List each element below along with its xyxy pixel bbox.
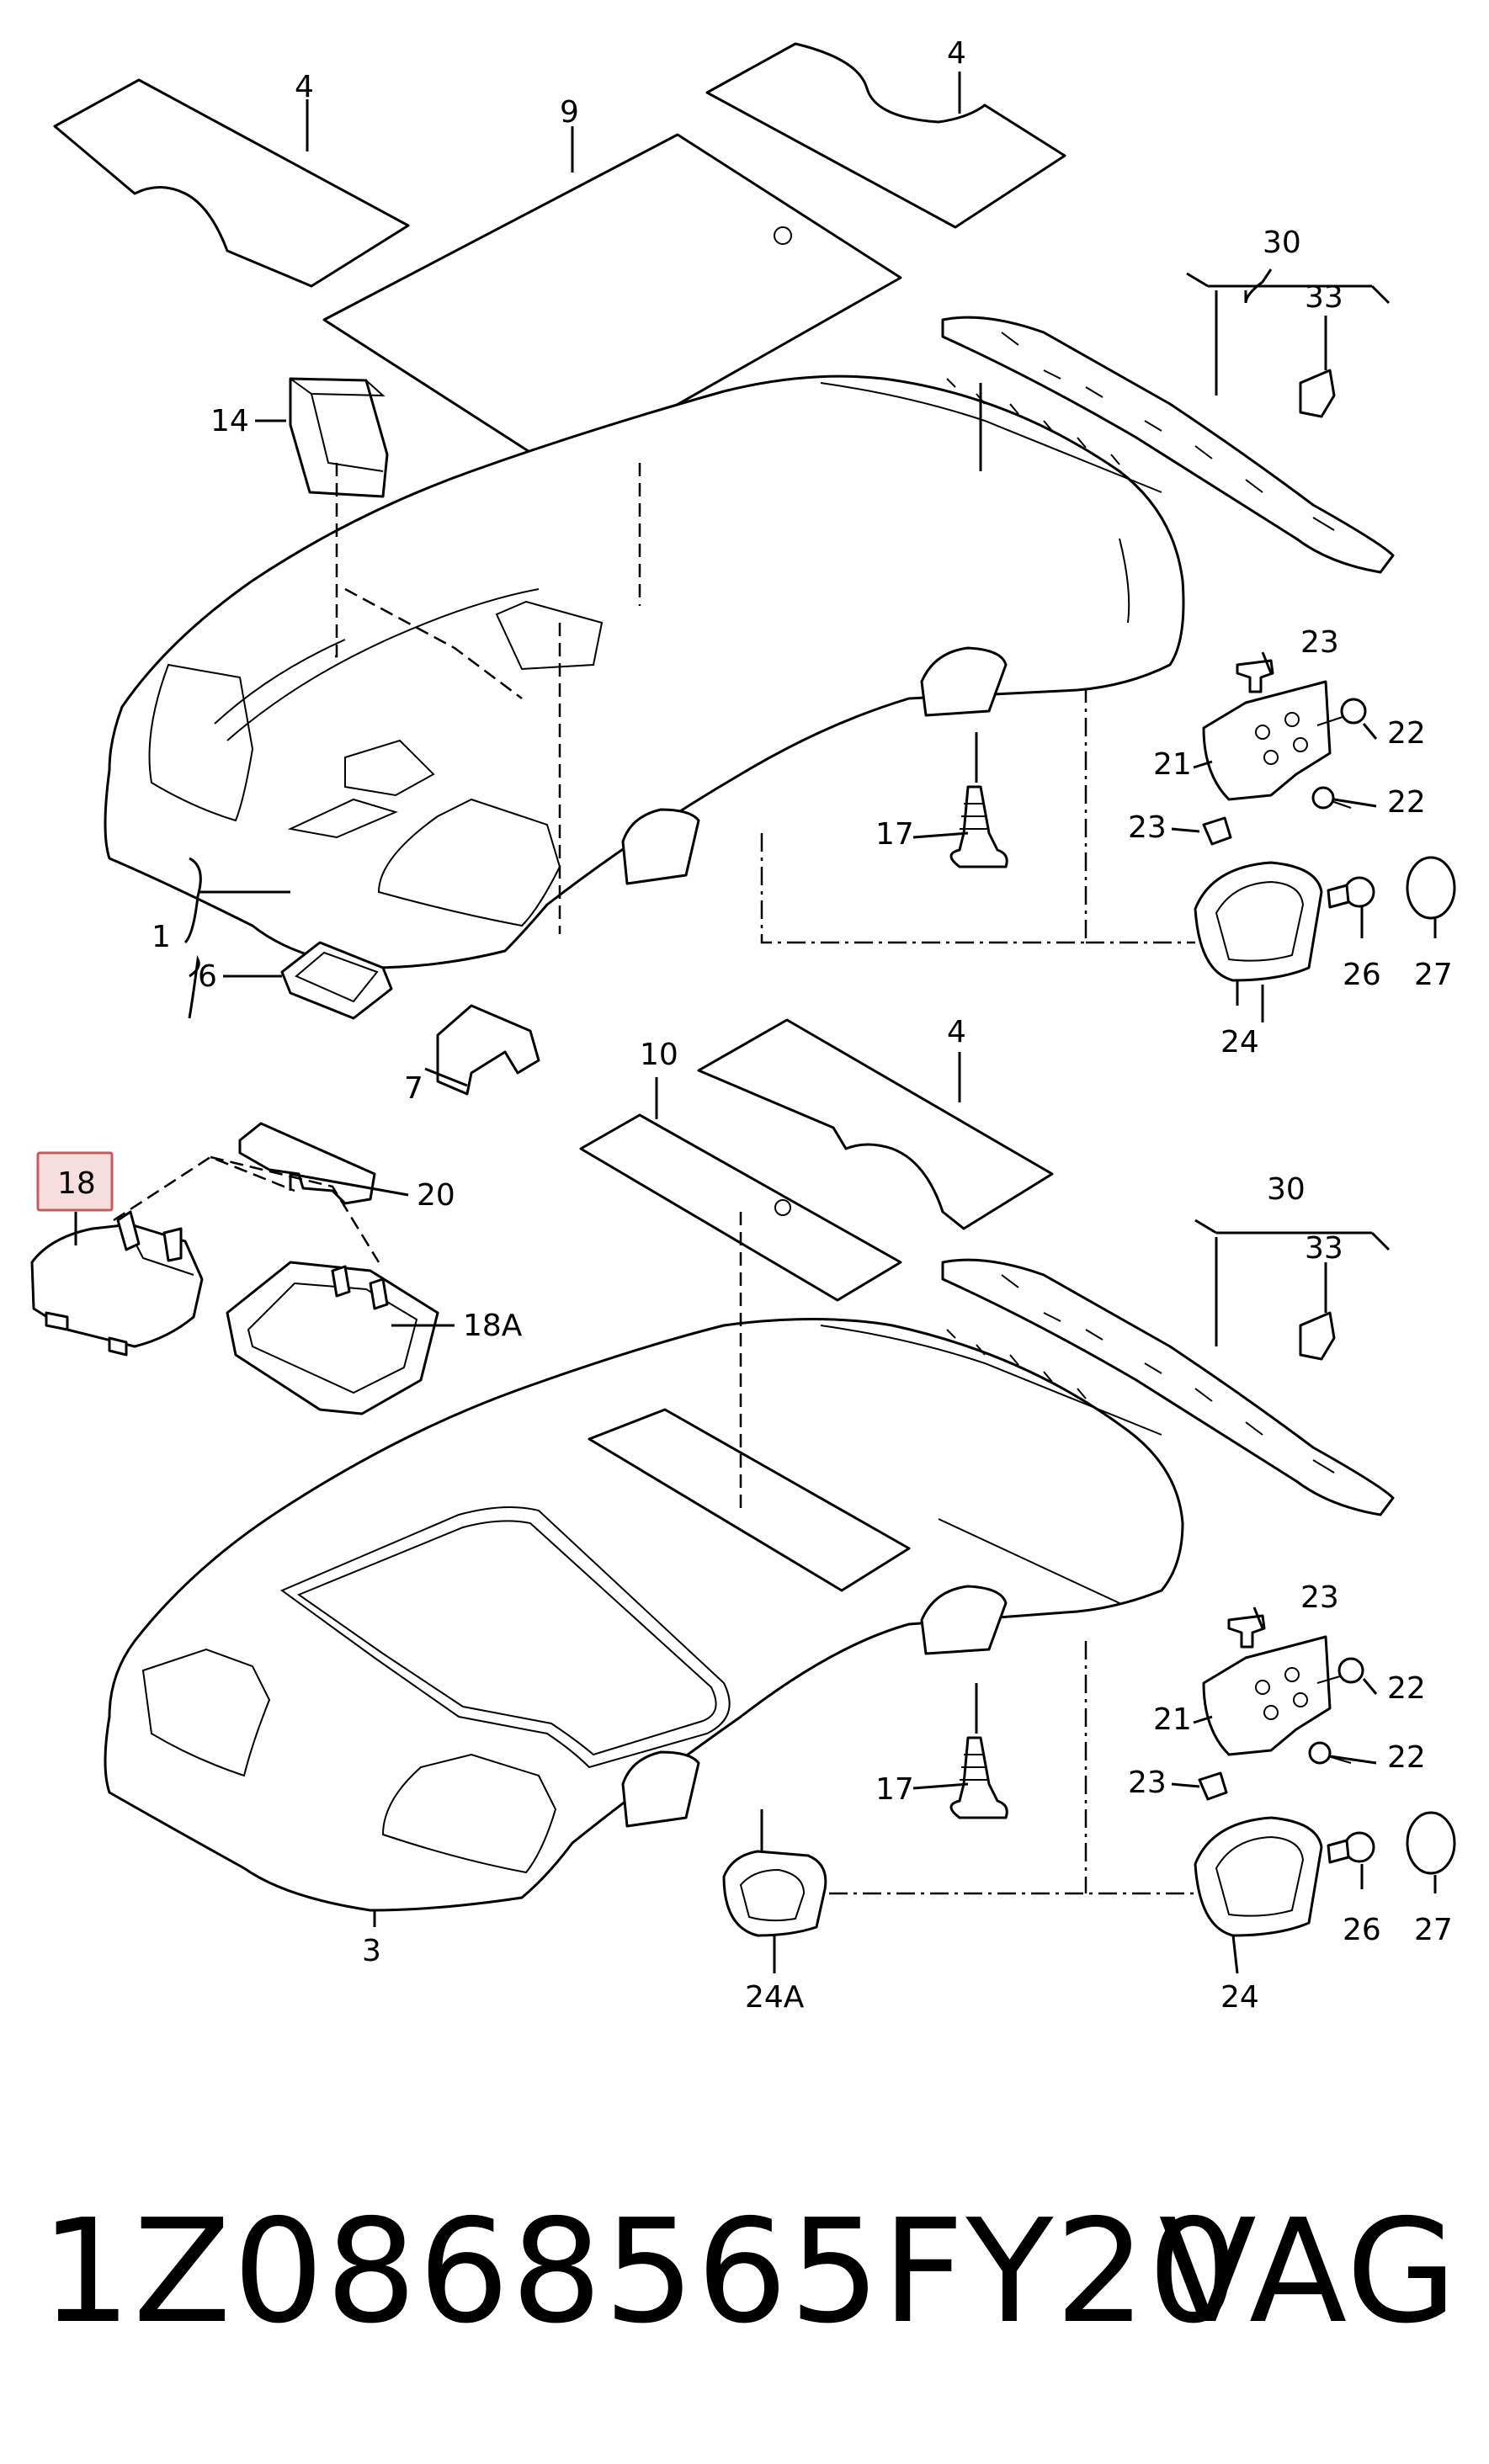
part-30-trim-strip-lower [941, 1258, 1395, 1516]
part-6-light-housing [280, 941, 393, 1020]
label-26-b: 26 [1343, 1913, 1381, 1947]
part-22-screw-lower [1316, 1657, 1364, 1684]
label-22-d: 22 [1387, 1740, 1426, 1775]
label-27-a: 27 [1414, 958, 1453, 992]
part-4-pad-lower [697, 1018, 1054, 1230]
part-23-clip-lower [1227, 1614, 1266, 1649]
label-17-b: 17 [875, 1772, 914, 1807]
part-18-lamp [30, 1210, 204, 1357]
label-9: 9 [560, 95, 579, 130]
label-14: 14 [210, 404, 249, 438]
part-number: 1Z0868565FY20 [40, 2189, 1241, 2355]
part-22-screw-2 [1311, 786, 1352, 810]
part-30-trim-strip [941, 316, 1395, 574]
label-22-a: 22 [1387, 716, 1426, 751]
label-24A: 24A [745, 1980, 805, 2015]
part-23-nut-lower [1198, 1771, 1228, 1801]
label-22-c: 22 [1387, 1671, 1426, 1706]
label-7: 7 [404, 1071, 423, 1106]
brand-name: VAG [1158, 2189, 1459, 2355]
part-33-clip [1299, 369, 1336, 418]
part-27-cap-lower [1406, 1811, 1456, 1875]
part-9-roof-mat [322, 133, 902, 473]
label-4-a: 4 [295, 70, 314, 104]
label-18A: 18A [463, 1309, 523, 1343]
part-24-grab-cup [1194, 861, 1323, 982]
label-4-c: 4 [947, 1015, 966, 1049]
label-23-b: 23 [1128, 810, 1167, 845]
part-10-mat [579, 1113, 902, 1302]
label-18: 18 [57, 1166, 96, 1201]
label-23-d: 23 [1128, 1766, 1167, 1800]
label-3: 3 [362, 1934, 381, 1968]
callout-labels: 4 9 4 30 33 14 23 22 21 22 23 17 1 6 26 … [57, 36, 1453, 2015]
part-4-pad-top-right [705, 42, 1066, 229]
part-7-clip [436, 1004, 540, 1096]
part-17-push-clip [949, 785, 1008, 868]
part-33-clip-lower [1299, 1311, 1336, 1361]
label-6: 6 [198, 959, 217, 994]
part-21-bracket [1202, 680, 1332, 801]
part-20-strip [238, 1122, 376, 1205]
part-24-grab-cup-lower [1194, 1816, 1323, 1937]
label-10: 10 [640, 1038, 678, 1072]
label-21-a: 21 [1153, 747, 1192, 782]
label-22-b: 22 [1387, 785, 1426, 820]
label-33-b: 33 [1305, 1231, 1343, 1266]
label-26-a: 26 [1343, 958, 1381, 992]
part-22-screw-lower-2 [1308, 1741, 1352, 1765]
part-17-push-clip-lower [949, 1736, 1008, 1819]
label-1: 1 [152, 920, 171, 954]
label-30-a: 30 [1263, 226, 1301, 260]
part-22-screw [1316, 698, 1367, 726]
label-33-a: 33 [1305, 280, 1343, 315]
part-18A-cover [226, 1261, 439, 1415]
label-24-a: 24 [1220, 1025, 1259, 1059]
part-24A-grab-cup [722, 1850, 827, 1937]
part-1-headliner [104, 374, 1185, 969]
label-21-b: 21 [1153, 1702, 1192, 1737]
part-4-pad-top-left [53, 78, 410, 288]
label-30-b: 30 [1267, 1172, 1306, 1207]
part-23-clip [1236, 659, 1274, 693]
label-20: 20 [417, 1178, 455, 1213]
part-23-nut [1202, 816, 1232, 846]
part-21-bracket-lower [1202, 1635, 1332, 1756]
part-27-cap [1406, 856, 1456, 920]
leader-lines [74, 72, 1437, 1974]
part-26-screw-lower [1327, 1831, 1375, 1864]
label-27-b: 27 [1414, 1913, 1453, 1947]
label-4-b: 4 [947, 36, 966, 71]
part-26-screw [1327, 876, 1375, 909]
label-24-b: 24 [1220, 1980, 1259, 2015]
label-23-a: 23 [1300, 625, 1339, 660]
highlight-box-18 [36, 1151, 114, 1212]
label-23-c: 23 [1300, 1580, 1339, 1615]
label-17-a: 17 [875, 817, 914, 852]
footer-caption: 1Z0868565FY20 VAG [0, 2188, 1489, 2356]
part-14-foam-block [289, 377, 389, 498]
part-3-headliner-sunroof [104, 1318, 1184, 1912]
